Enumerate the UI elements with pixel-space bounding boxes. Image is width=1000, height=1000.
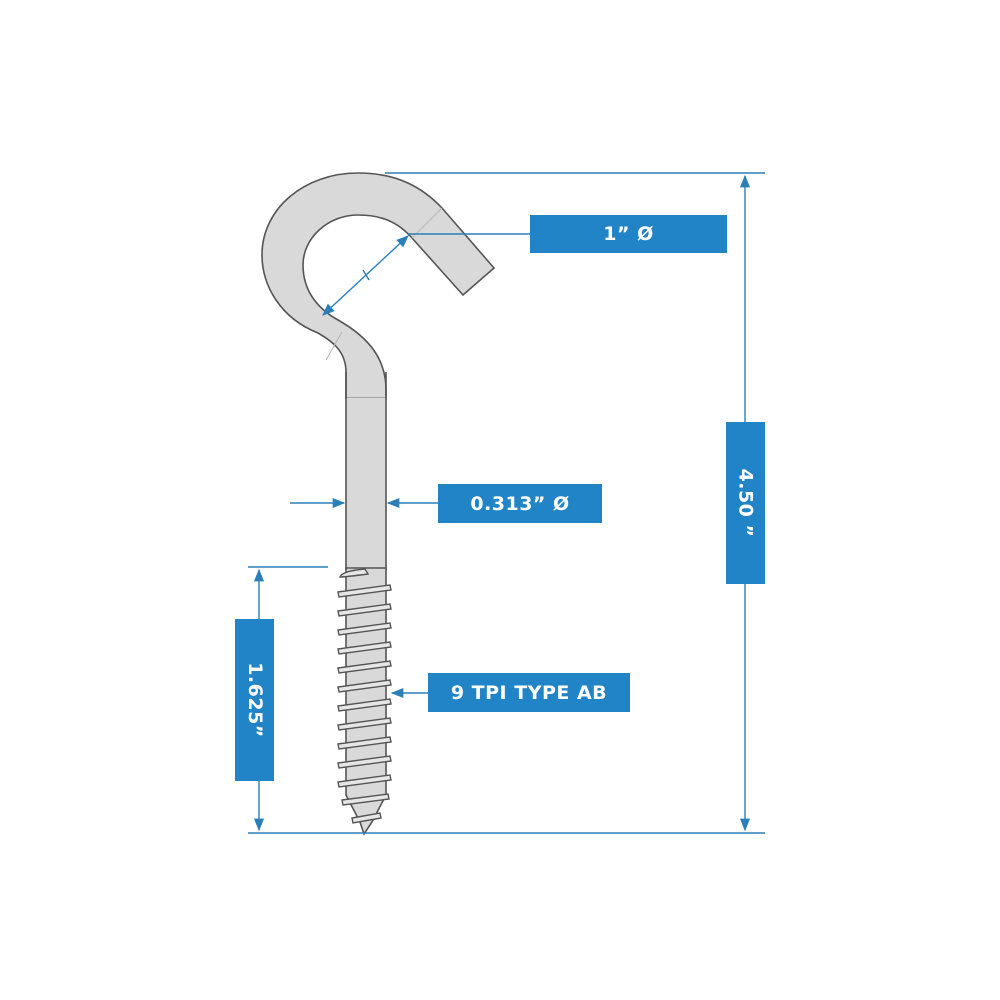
shank-diameter-text: 0.313” Ø	[470, 492, 570, 515]
overall-length-label: 4.50 ”	[726, 422, 765, 584]
thread-spec-label: 9 TPI TYPE AB	[428, 673, 630, 712]
overall-length-text: 4.50 ”	[734, 468, 757, 538]
hook-diameter-label: 1” Ø	[530, 215, 727, 253]
threaded-section	[337, 567, 392, 836]
shank-diameter-label: 0.313” Ø	[438, 484, 602, 523]
thread-length-text: 1.625”	[243, 662, 266, 738]
shank	[345, 372, 387, 570]
hook-diameter-text: 1” Ø	[603, 223, 654, 245]
hook-body	[261, 172, 496, 399]
thread-length-label: 1.625”	[235, 619, 274, 781]
thread-spec-text: 9 TPI TYPE AB	[450, 681, 608, 704]
dimension-lines	[248, 172, 765, 834]
